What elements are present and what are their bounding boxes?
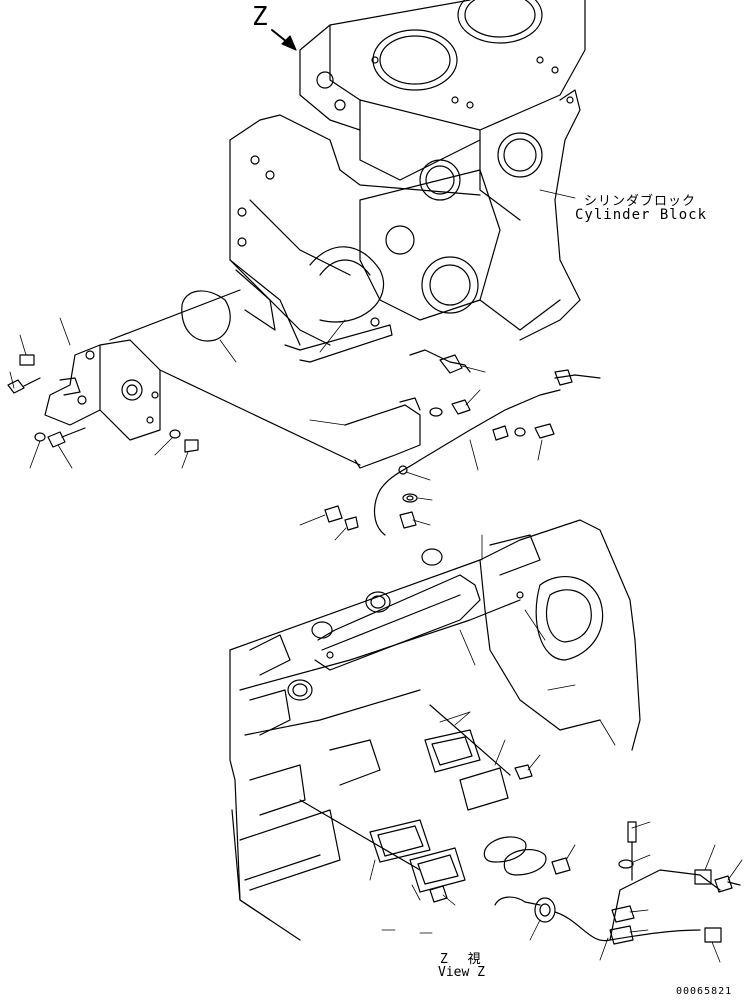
bracket-assembly <box>284 317 601 541</box>
cylinder-block <box>229 0 586 346</box>
pump-block <box>44 289 361 466</box>
gasket <box>181 290 231 342</box>
left-fasteners <box>7 317 199 469</box>
view-arrow-icon <box>271 29 297 51</box>
cylinder-block-label-en: Cylinder Block <box>575 207 708 223</box>
cylinder-block-label-jp: シリンダブロック <box>584 194 697 209</box>
view-z-label-jp: Z 視 <box>440 952 487 967</box>
sensor-harness <box>494 821 743 963</box>
view-z-mark: Z <box>252 2 268 32</box>
cover-plates <box>299 704 576 906</box>
drawing-code: 00065821 <box>676 986 733 997</box>
view-z-label-en: View Z <box>438 965 485 980</box>
lower-block <box>229 519 641 941</box>
